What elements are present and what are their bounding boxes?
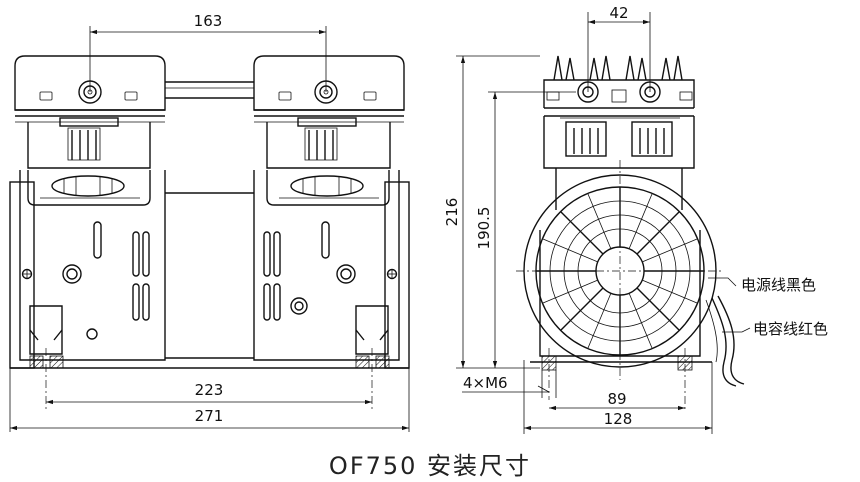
dim-163-label: 163: [194, 12, 223, 30]
dim-42-label: 42: [609, 4, 628, 22]
connecting-rod: [165, 81, 254, 99]
right-plate-slots: [263, 221, 398, 321]
right-cylinder-head: [253, 55, 405, 169]
side-right-foot: [677, 348, 693, 410]
black-wire-label: 电源线黑色: [741, 276, 816, 294]
left-plate-slots: [21, 221, 150, 340]
left-cylinder-head: [14, 55, 166, 169]
front-view: 163 223 271: [9, 12, 410, 432]
right-cylinder-block: [266, 170, 390, 206]
dim-foot-hole-spacing: 89: [549, 390, 685, 411]
dim-mount-thread: 4×M6: [462, 370, 557, 398]
dim-190-5-label: 190.5: [475, 207, 493, 250]
right-mount-foot: [355, 305, 390, 412]
dim-216-label: 216: [443, 198, 461, 227]
dim-valve-spacing: 42: [587, 4, 651, 92]
motor-housing: [9, 170, 410, 369]
drawing-caption: OF750 安装尺寸: [328, 452, 532, 480]
dim-128-label: 128: [604, 410, 633, 428]
side-left-foot: [541, 348, 557, 400]
dim-overall-width: 271: [9, 368, 410, 432]
red-wire-label: 电容线红色: [753, 320, 828, 338]
lead-wires: [705, 295, 745, 387]
dim-271-label: 271: [195, 407, 224, 425]
side-body: [530, 168, 712, 363]
dim-89-label: 89: [607, 390, 626, 408]
dim-mount-hole-spacing: 223: [46, 381, 372, 405]
dim-223-label: 223: [195, 381, 224, 399]
red-wire-label-group: 电容线红色: [722, 320, 828, 338]
left-mount-foot: [29, 305, 64, 412]
side-view: 电源线黑色 电容线红色 42 216 190.5: [443, 4, 828, 434]
dim-head-center-spacing: 163: [89, 12, 327, 92]
side-head: [543, 55, 695, 169]
dim-overall-height: 216: [443, 55, 540, 369]
left-cylinder-block: [27, 170, 151, 206]
dim-overall-depth: 128: [523, 360, 713, 434]
dim-height-to-head: 190.5: [475, 91, 576, 368]
black-wire-label-group: 电源线黑色: [708, 276, 816, 294]
thread-spec-label: 4×M6: [463, 374, 508, 392]
